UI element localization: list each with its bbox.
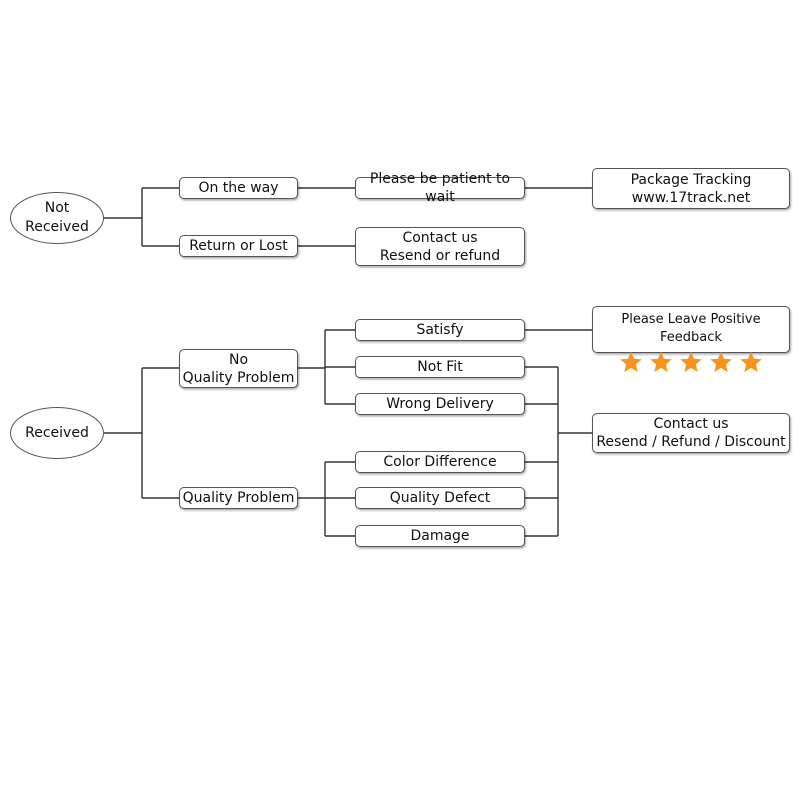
- star-icon: [620, 351, 642, 372]
- no-quality-problem-label: Quality Problem: [182, 369, 295, 386]
- tracking-url-label: www.17track.net: [631, 189, 751, 206]
- quality-defect-node: Quality Defect: [355, 487, 525, 509]
- wrong-delivery-node: Wrong Delivery: [355, 393, 525, 415]
- patient-label: Please be patient to wait: [369, 171, 511, 205]
- satisfy-node: Satisfy: [355, 319, 525, 341]
- color-difference-label: Color Difference: [383, 454, 497, 470]
- rating-stars: [619, 350, 763, 374]
- damage-node: Damage: [355, 525, 525, 547]
- no-label: No: [228, 351, 249, 368]
- not-fit-node: Not Fit: [355, 356, 525, 378]
- contact-resend-refund-node: Contact us Resend or refund: [355, 227, 525, 266]
- received-label: Received: [25, 424, 89, 441]
- not-fit-label: Not Fit: [417, 359, 463, 375]
- satisfy-label: Satisfy: [416, 322, 464, 338]
- contact-us-label: Contact us: [402, 229, 478, 246]
- not-received-line-2: Received: [25, 219, 89, 235]
- resend-refund-discount-label: Resend / Refund / Discount: [596, 434, 786, 450]
- return-or-lost-label: Return or Lost: [189, 238, 288, 254]
- positive-feedback-node: Please Leave Positive Feedback: [592, 306, 790, 372]
- return-or-lost-node: Return or Lost: [179, 235, 298, 257]
- not-received-line-1: Not: [44, 200, 70, 216]
- star-icon: [680, 351, 702, 372]
- patient-node: Please be patient to wait: [355, 171, 525, 205]
- star-icon: [740, 351, 762, 372]
- wrong-delivery-label: Wrong Delivery: [386, 396, 494, 412]
- resend-or-refund-label: Resend or refund: [379, 247, 501, 264]
- on-the-way-label: On the way: [198, 180, 279, 196]
- star-icon: [650, 351, 672, 372]
- not-received-node: Not Received: [10, 192, 104, 244]
- positive-feedback-label: Please Leave Positive Feedback: [621, 312, 761, 345]
- no-quality-problem-node: No Quality Problem: [179, 349, 298, 388]
- received-node: Received: [10, 407, 104, 459]
- quality-defect-label: Quality Defect: [389, 490, 491, 506]
- package-tracking-node: Package Tracking www.17track.net: [592, 168, 790, 209]
- quality-problem-label: Quality Problem: [182, 490, 295, 506]
- contact-us-label-2: Contact us: [653, 416, 729, 432]
- on-the-way-node: On the way: [179, 177, 298, 199]
- package-tracking-label: Package Tracking: [630, 171, 752, 188]
- quality-problem-node: Quality Problem: [179, 487, 298, 509]
- color-difference-node: Color Difference: [355, 451, 525, 473]
- damage-label: Damage: [410, 528, 470, 544]
- contact-resend-refund-discount-node: Contact us Resend / Refund / Discount: [592, 413, 790, 453]
- star-icon: [710, 351, 732, 372]
